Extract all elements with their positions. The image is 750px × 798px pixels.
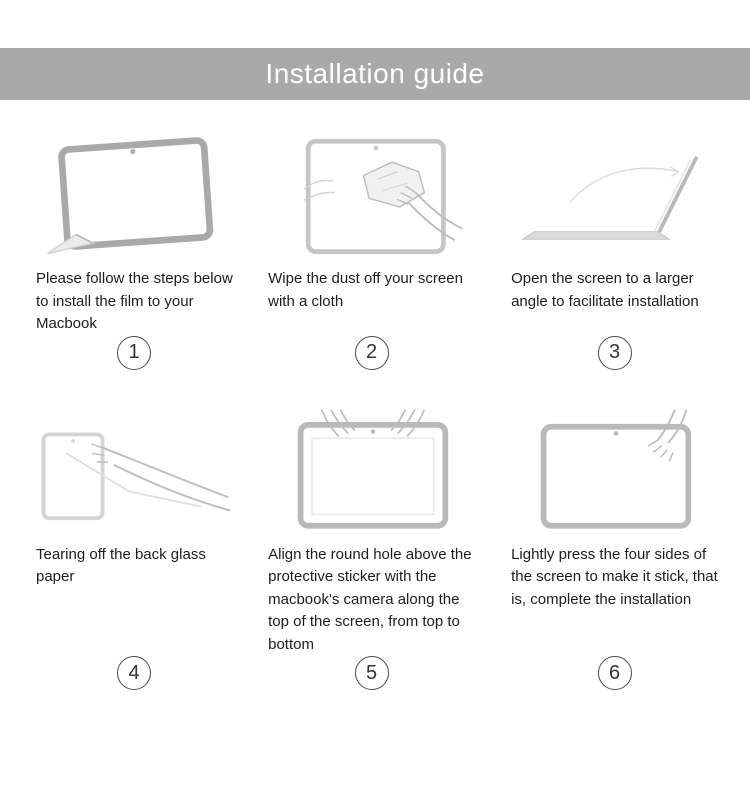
step-2-illustration [258,130,485,258]
open-laptop-angle-icon [520,156,698,240]
wipe-screen-cloth-icon [303,138,463,255]
step-5-caption: Align the round hole above the protectiv… [268,545,472,653]
macbook-screen-film-peel-icon [46,137,214,255]
align-film-camera-icon [297,408,448,529]
step-3-number-badge: 3 [597,335,632,370]
step-1-number-badge: 1 [117,335,152,370]
step-3: Open the screen to a larger angle to fac… [501,130,728,376]
press-four-sides-icon [540,408,691,529]
step-1: Please follow the steps below to install… [26,130,242,376]
steps-grid: Please follow the steps below to install… [0,100,750,696]
step-3-caption: Open the screen to a larger angle to fac… [511,270,699,310]
step-5-number-badge: 5 [354,656,389,690]
step-3-illustration [501,130,728,258]
step-2-caption: Wipe the dust off your screen with a clo… [268,270,463,310]
step-1-caption: Please follow the steps below to install… [36,270,233,332]
tear-back-paper-icon [41,431,231,520]
step-4-number-badge: 4 [117,656,152,690]
header-banner: Installation guide [0,48,750,100]
step-1-illustration [26,130,242,258]
step-4-caption: Tearing off the back glass paper [36,545,206,586]
step-6-number-badge: 6 [597,656,632,690]
step-5: Align the round hole above the protectiv… [258,406,485,697]
step-6: Lightly press the four sides of the scre… [501,406,728,697]
step-4: Tearing off the back glass paper 4 [26,406,242,697]
step-6-illustration [501,406,728,534]
step-4-illustration [26,406,242,534]
page-title: Installation guide [265,58,485,89]
step-2: Wipe the dust off your screen with a clo… [258,130,485,376]
step-5-illustration [258,406,485,534]
installation-guide-page: Installation guide Please follow the ste… [0,48,750,798]
step-6-caption: Lightly press the four sides of the scre… [511,545,718,608]
step-2-number-badge: 2 [354,335,389,370]
